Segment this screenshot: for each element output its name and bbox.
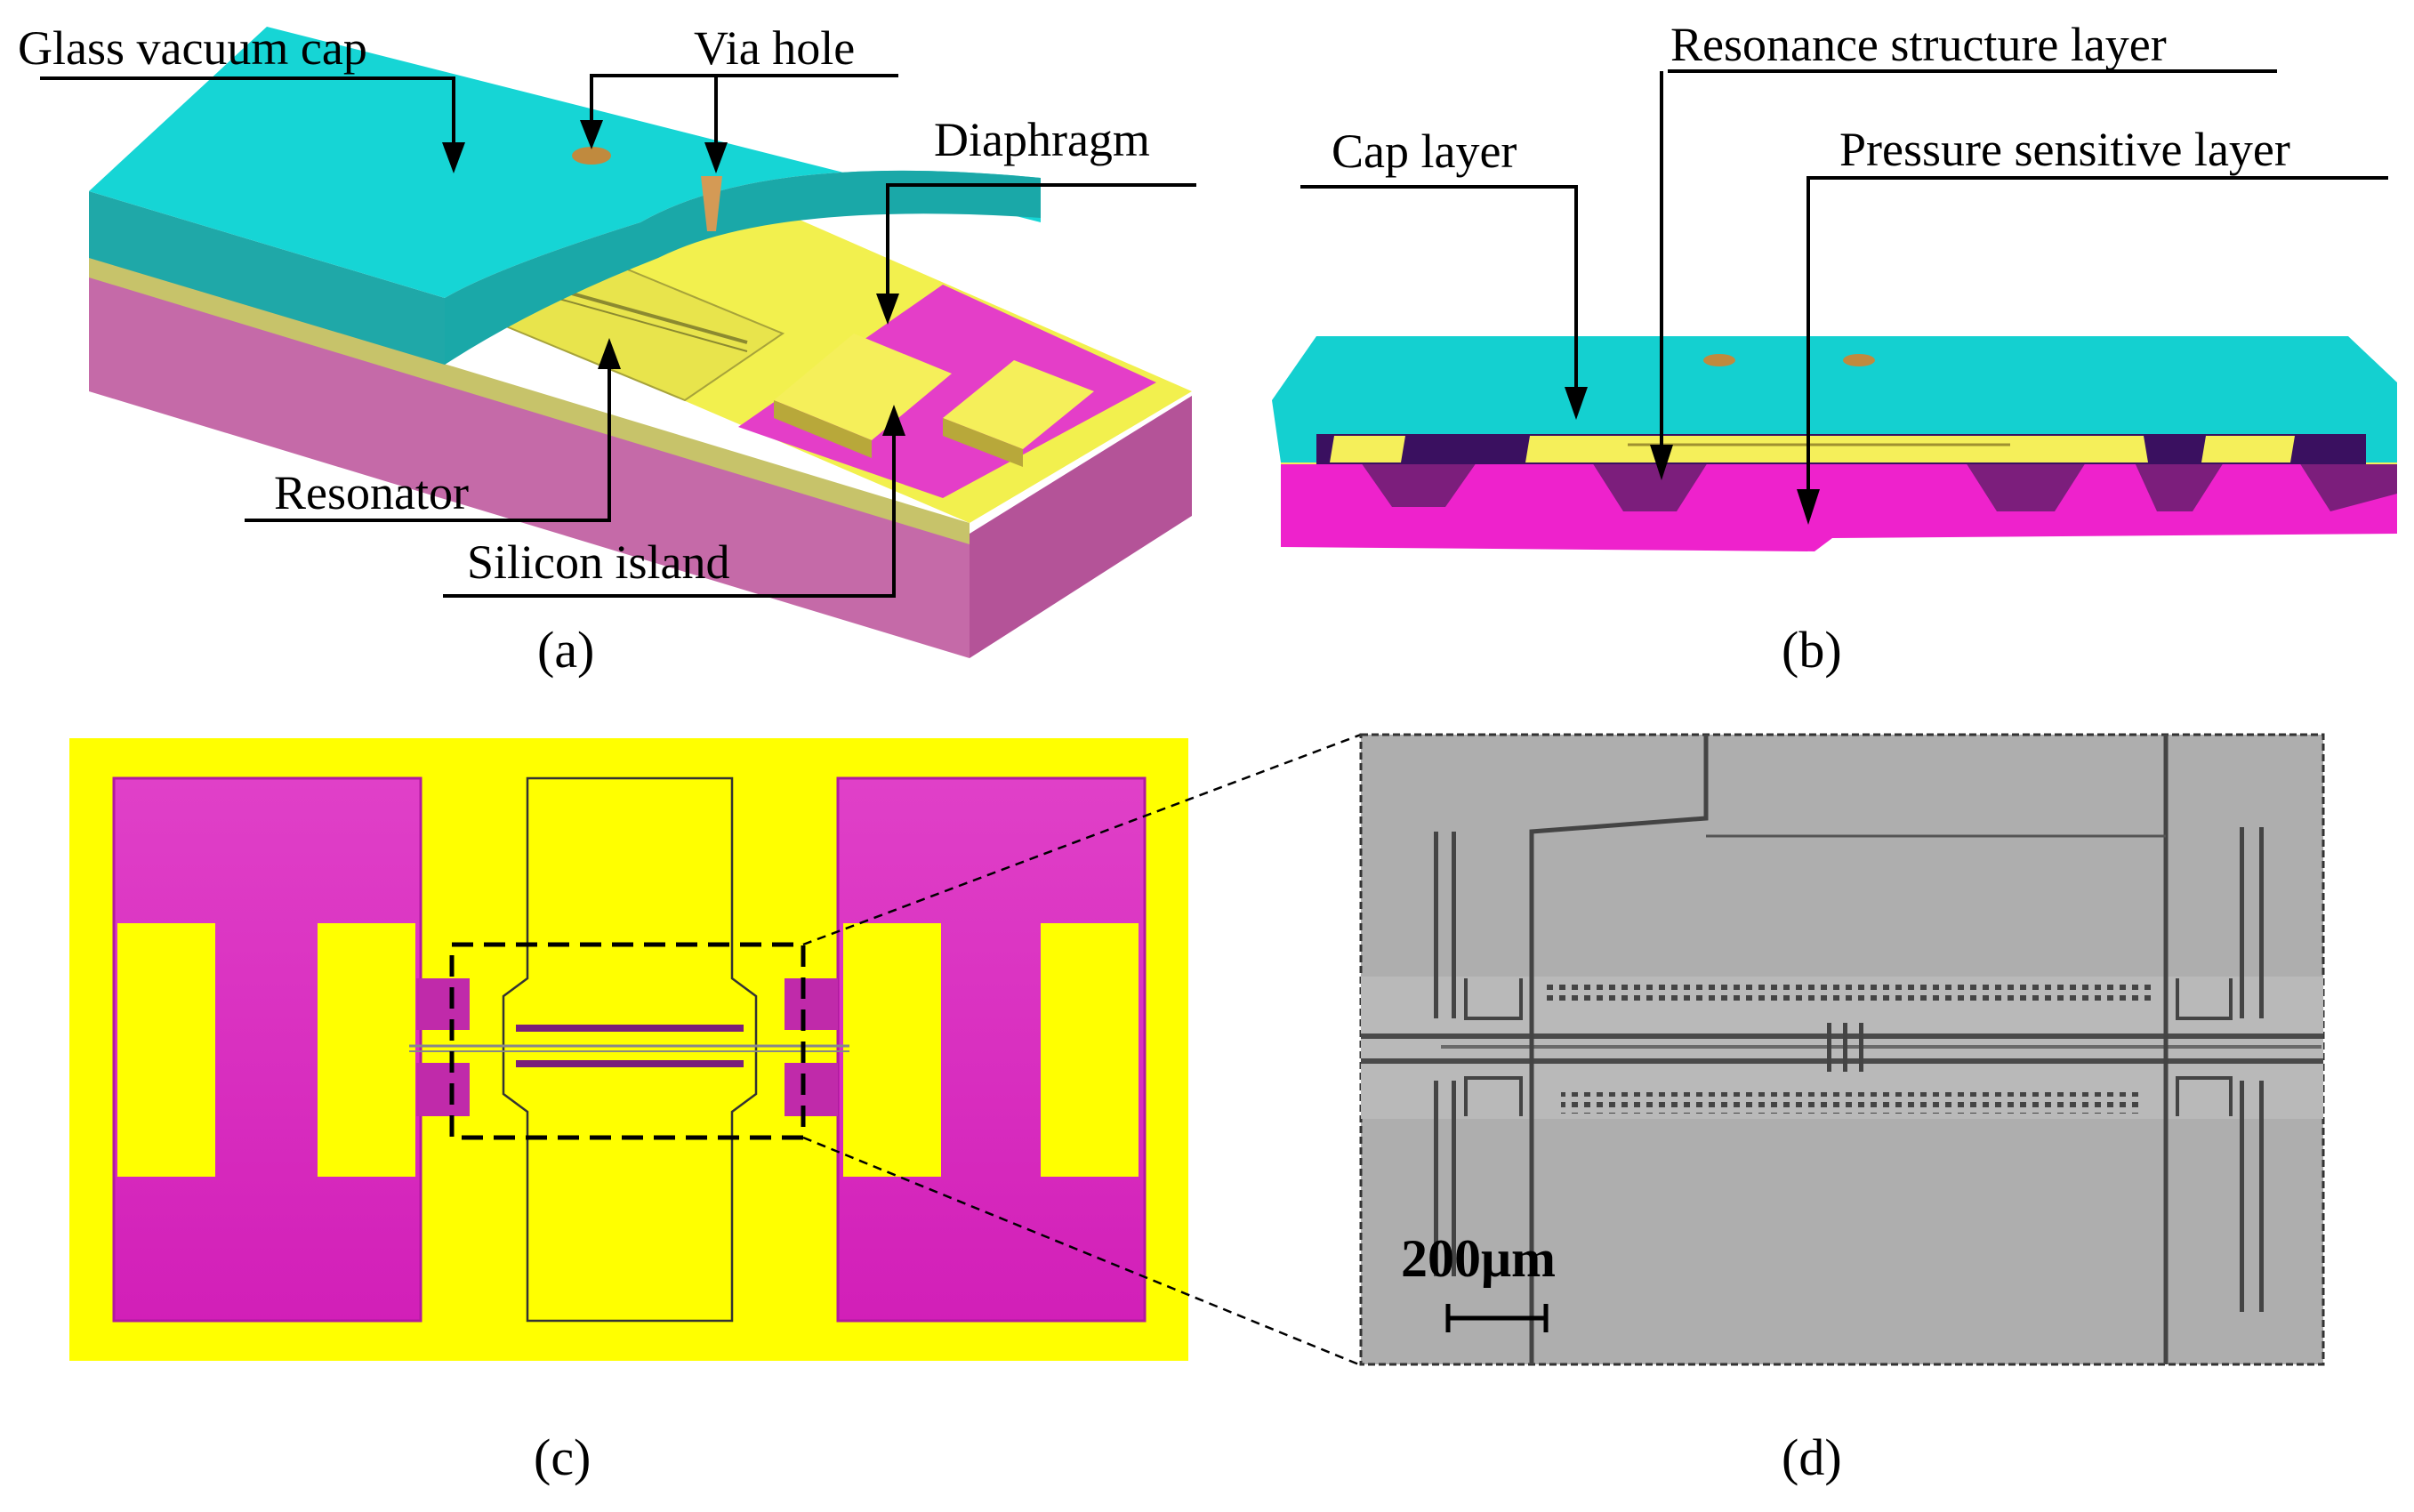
panel-b: Resonance structure layer Cap layer Pres… [1272, 18, 2397, 679]
label-resonance-structure-layer: Resonance structure layer [1670, 18, 2167, 71]
diaphragm-pad [774, 334, 952, 440]
cavity-2 [1592, 462, 1708, 511]
comb-row-bottom [1561, 1092, 2139, 1114]
label-glass-vacuum-cap: Glass vacuum cap [18, 21, 367, 75]
label-pressure-sensitive-layer: Pressure sensitive layer [1839, 123, 2290, 176]
sem-beam-inner [1441, 1045, 2321, 1049]
sem-beam-top [1361, 1033, 2323, 1039]
leader-via-hole-left [590, 74, 898, 125]
via-b-2 [1843, 354, 1875, 366]
cavity-4 [2135, 462, 2224, 511]
leader-glass-cap [40, 76, 455, 147]
pressure-sensitive-layer [1281, 462, 2397, 551]
caption-b: (b) [1782, 621, 1842, 679]
pad-2 [1525, 436, 2148, 462]
island-2 [318, 923, 415, 1177]
leader-silicon-island [443, 431, 896, 598]
substrate-left-face [89, 267, 970, 658]
cap-side-face [89, 191, 445, 365]
left-well-rim [112, 776, 422, 1323]
comb-row-top [1543, 981, 2157, 1002]
diaphragm-pad-side [774, 400, 872, 458]
resonator-beam-2 [533, 291, 748, 352]
notch-left-a [416, 978, 470, 1030]
island-1 [117, 923, 215, 1177]
caption-a: (a) [537, 621, 594, 679]
panel-c: (c) [69, 738, 1188, 1486]
center-diaphragm [502, 776, 758, 1323]
pad-1 [1330, 436, 1405, 462]
sem-beam-bottom [1361, 1058, 2323, 1064]
resonator-beam-top [516, 1025, 744, 1032]
resonance-side-strip [89, 256, 970, 544]
anchor-left-v4 [1452, 1081, 1456, 1276]
cap-inner-face [445, 170, 1041, 365]
via-b-1 [1703, 354, 1735, 366]
cavity-5 [2299, 462, 2397, 511]
anchor-right-v3 [2240, 1081, 2244, 1312]
zoom-box [449, 942, 806, 1140]
anchor-left-v1 [1434, 832, 1438, 1018]
notch-right-a [785, 978, 838, 1030]
anchor-right-v1 [2240, 827, 2244, 1018]
resonator-beam-bottom [516, 1060, 744, 1067]
label-cap-layer: Cap layer [1332, 125, 1517, 178]
leader-diaphragm [886, 183, 1196, 298]
panel-d: 200μm (d) [1359, 733, 2325, 1486]
island-3 [843, 923, 941, 1177]
zoom-connector-bottom [802, 1136, 1362, 1367]
center-mark-1 [1827, 1023, 1831, 1072]
via-hole-cone [701, 176, 722, 231]
leader-cap-layer [1300, 185, 1578, 391]
leader-resonator [245, 365, 611, 522]
label-resonator: Resonator [274, 466, 469, 519]
anchor-left-bracket-bottom [1464, 1076, 1523, 1116]
sem-edge-left [1529, 735, 1709, 1364]
center-mark-2 [1843, 1023, 1847, 1072]
via-hole-top [572, 147, 611, 165]
center-mark-3 [1859, 1023, 1863, 1072]
scale-bar-label: 200μm [1401, 1229, 1556, 1288]
substrate-right-face [970, 396, 1192, 658]
label-diaphragm: Diaphragm [934, 113, 1150, 166]
leader-pressure [1806, 176, 2388, 494]
right-well-rim [836, 776, 1147, 1323]
label-via-hole: Via hole [694, 21, 855, 75]
anchor-left-bracket-top [1464, 978, 1523, 1020]
glass-cap-top [89, 27, 1041, 298]
anchor-left-v2 [1452, 832, 1456, 1018]
island-pad-side [943, 418, 1023, 467]
notch-right-b [785, 1063, 838, 1116]
panel-a: Glass vacuum cap Via hole Diaphragm Reso… [18, 21, 1196, 679]
cap-layer [1272, 336, 2397, 462]
island-4 [1041, 923, 1139, 1177]
anchor-right-bracket-top [2176, 978, 2233, 1020]
anchor-left-v3 [1434, 1081, 1438, 1276]
anchor-right-v4 [2259, 1081, 2264, 1312]
cavity-1 [1361, 462, 1477, 507]
anchor-right-v2 [2259, 827, 2264, 1018]
caption-c: (c) [534, 1428, 591, 1486]
zoom-connector-top [802, 733, 1362, 946]
caption-d: (d) [1782, 1428, 1842, 1486]
island-pad [943, 360, 1094, 449]
label-silicon-island: Silicon island [467, 535, 730, 589]
pad-3 [2201, 436, 2295, 462]
anchor-right-bracket-bottom [2176, 1076, 2233, 1116]
cavity-3 [1966, 462, 2086, 511]
notch-left-b [416, 1063, 470, 1116]
